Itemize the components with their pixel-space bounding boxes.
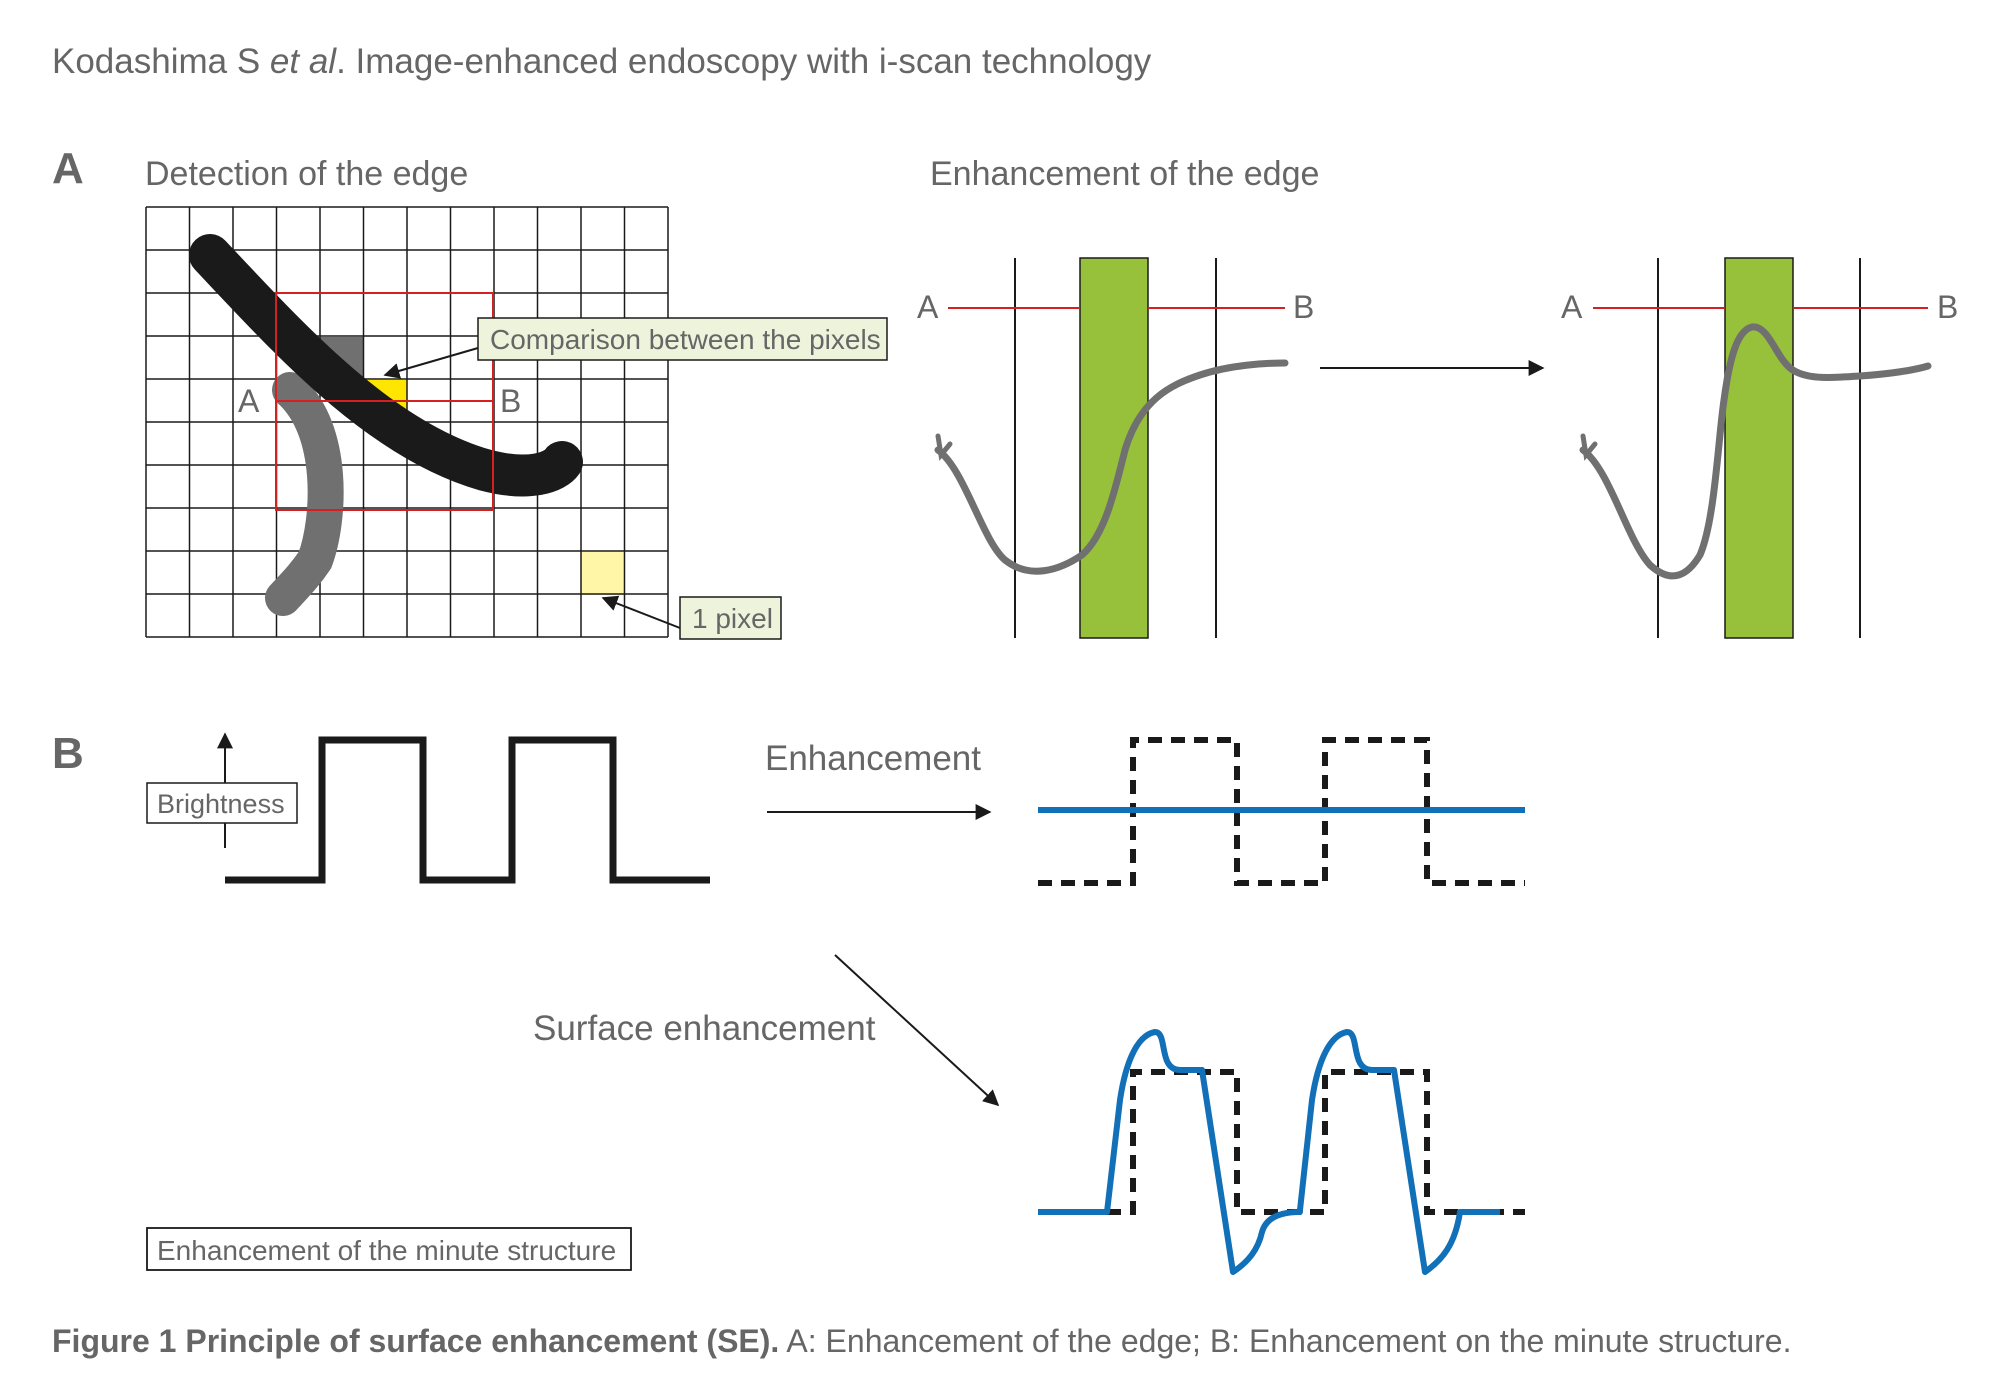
- header-title: Kodashima S et al. Image-enhanced endosc…: [52, 42, 1152, 81]
- comparison-callout-text: Comparison between the pixels: [490, 324, 881, 355]
- panel-b-label: B: [52, 729, 84, 778]
- surface-enhancement-arrow: [834, 954, 1000, 1107]
- enhancement-label: Enhancement: [765, 739, 981, 778]
- edge2-point-a: A: [1561, 289, 1583, 325]
- brightness-label: Brightness: [157, 789, 285, 819]
- brightness-label-box: [146, 782, 298, 824]
- edge2-curve-tail: [1580, 433, 1598, 461]
- edge1-point-b: B: [1293, 289, 1314, 325]
- edge2-signal-curve: [1579, 323, 1932, 580]
- comparison-callout-box: [477, 317, 888, 361]
- figure-caption: Figure 1 Principle of surface enhancemen…: [52, 1323, 1791, 1359]
- edge-diagram-after: A B: [1561, 257, 1958, 639]
- caption-gap: [176, 1323, 185, 1359]
- pixel-light-yellow: [580, 552, 624, 595]
- pixel-callout-text: 1 pixel: [692, 603, 773, 634]
- surface-enhancement-label: Surface enhancement: [533, 1009, 876, 1048]
- caption-bold-text: Principle of surface enhancement (SE).: [185, 1323, 779, 1359]
- minute-structure-label: Enhancement of the minute structure: [157, 1235, 616, 1266]
- gray-curved-stroke: [265, 372, 344, 616]
- edge1-signal-curve: [934, 359, 1289, 575]
- edge2-point-b: B: [1937, 289, 1958, 325]
- header-et-al: et al: [270, 42, 337, 81]
- grid-point-a: A: [238, 383, 260, 419]
- comparison-callout-arrow: [383, 347, 479, 379]
- minute-structure-box: [146, 1227, 632, 1271]
- black-edge-stroke: [189, 234, 583, 497]
- grid-point-b: B: [500, 383, 521, 419]
- panel-a-right-title: Enhancement of the edge: [930, 155, 1319, 193]
- caption-rest: A: Enhancement of the edge; B: Enhanceme…: [779, 1323, 1791, 1359]
- header-title-rest: . Image-enhanced endoscopy with i-scan t…: [336, 42, 1152, 81]
- caption-figure-number: Figure 1: [52, 1323, 176, 1359]
- edge-diagram-before: A B: [917, 257, 1314, 639]
- surface-blue-curve: [1038, 1029, 1500, 1275]
- original-square-wave: [225, 736, 710, 884]
- edge2-green-bar: [1724, 257, 1794, 639]
- edge1-curve-tail: [935, 433, 953, 461]
- edge1-point-a: A: [917, 289, 939, 325]
- panel-a-left-title: Detection of the edge: [145, 155, 468, 193]
- pixel-callout-box: [679, 596, 782, 640]
- surface-dashed-wave: [1038, 1069, 1525, 1215]
- edge1-green-bar: [1079, 257, 1149, 639]
- panel-a-label: A: [52, 144, 84, 193]
- header-authors: Kodashima S: [52, 42, 270, 81]
- pixel-callout-arrow: [601, 595, 681, 629]
